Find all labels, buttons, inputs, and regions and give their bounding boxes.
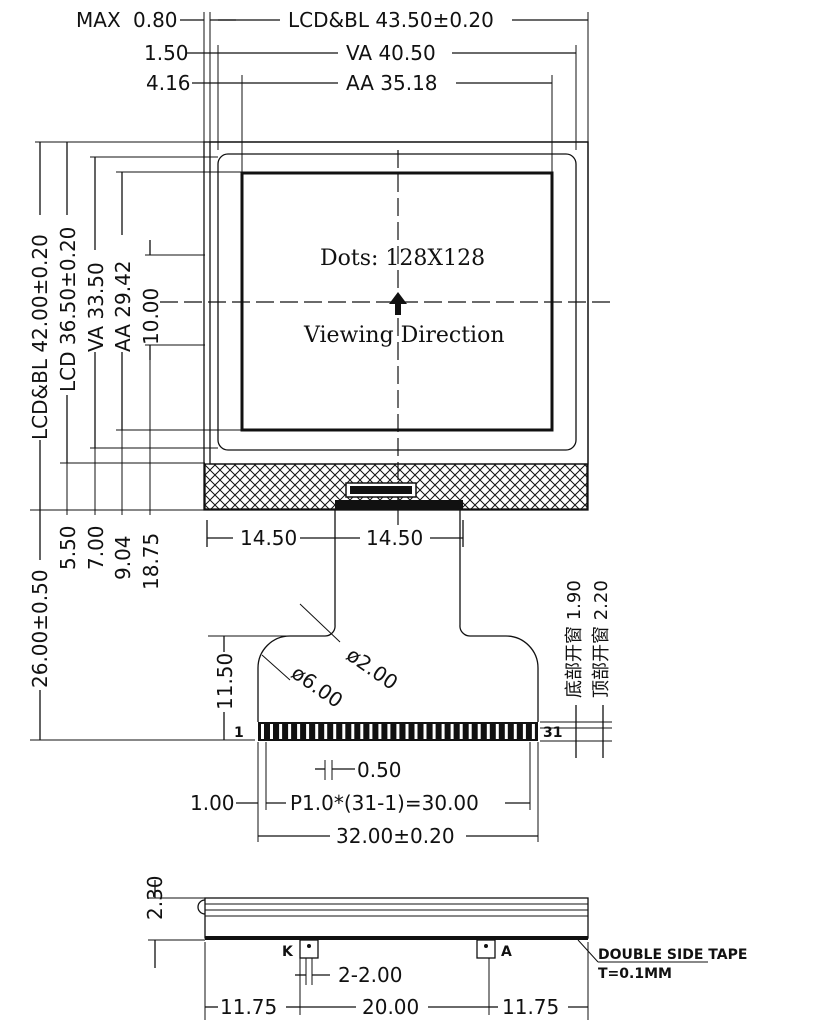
pin-1-label: 1 xyxy=(234,725,244,741)
dim-18-75: 18.75 xyxy=(139,533,163,590)
dim-7-00: 7.00 xyxy=(84,525,108,570)
fpc-pin xyxy=(450,724,454,739)
fpc-pin xyxy=(531,724,535,739)
pin-a-label: A xyxy=(501,944,512,960)
fpc-pin xyxy=(351,724,355,739)
bottom-window: 底部开窗 1.90 xyxy=(564,580,585,698)
viewing-direction-arrow-icon xyxy=(389,292,407,315)
pin-width: 0.50 xyxy=(357,758,402,782)
fpc-pin xyxy=(423,724,427,739)
fpc-tail: 14.50 14.50 ø2.00 ø6.00 11.50 1 31 0.50 … xyxy=(190,510,612,848)
top-dimensions: MAX 0.80 LCD&BL 43.50±0.20 1.50 VA 40.50… xyxy=(76,8,589,172)
side-middle-dim: 20.00 xyxy=(362,995,419,1019)
side-view: 2.30 K A 2-2.00 11.75 20.00 11.75 DOUBLE… xyxy=(143,875,747,1020)
pin-k-box xyxy=(299,939,319,959)
fpc-pin xyxy=(495,724,499,739)
fpc-pin xyxy=(360,724,364,739)
fpc-pin xyxy=(468,724,472,739)
module-thickness: 2.30 xyxy=(143,875,167,920)
fpc-pin xyxy=(513,724,517,739)
fpc-pin xyxy=(486,724,490,739)
pitch-dimension: P1.0*(31-1)=30.00 xyxy=(290,791,479,815)
lcd-bl-width: LCD&BL 43.50±0.20 xyxy=(288,8,494,32)
dim-5-50: 5.50 xyxy=(56,525,80,570)
fpc-pin xyxy=(306,724,310,739)
dim-9-04: 9.04 xyxy=(111,535,135,580)
va-height: VA 33.50 xyxy=(84,262,108,352)
fpc-pin xyxy=(432,724,436,739)
lcd-height: LCD 36.50±0.20 xyxy=(56,227,80,392)
pin-spacing: 2-2.00 xyxy=(338,963,402,987)
pin-a-box xyxy=(476,939,496,959)
aa-offset: 4.16 xyxy=(146,71,191,95)
fpc-pin xyxy=(279,724,283,739)
fpc-pin xyxy=(297,724,301,739)
fpc-pin xyxy=(261,724,264,739)
fpc-pin xyxy=(369,724,373,739)
lcd-bl-height: LCD&BL 42.00±0.20 xyxy=(28,234,52,440)
fpc-pin xyxy=(387,724,391,739)
fpc-pin xyxy=(342,724,346,739)
radius-6: ø6.00 xyxy=(287,660,347,712)
edge-distance: 1.00 xyxy=(190,791,235,815)
left-dimensions: LCD&BL 42.00±0.20 LCD 36.50±0.20 VA 33.5… xyxy=(28,141,255,741)
top-window: 顶部开窗 2.20 xyxy=(591,580,612,698)
tape-label: DOUBLE SIDE TAPE xyxy=(598,947,747,963)
fpc-pin xyxy=(414,724,418,739)
radius-2: ø2.00 xyxy=(342,642,402,694)
lcd-front-view: Dots: 128X128 Viewing Direction xyxy=(160,141,612,525)
tape-thickness: T=0.1MM xyxy=(598,966,672,982)
fpc-half-right: 14.50 xyxy=(366,526,423,550)
fpc-pin xyxy=(378,724,382,739)
fpc-pin xyxy=(315,724,319,739)
fpc-pin xyxy=(459,724,463,739)
fpc-pin xyxy=(333,724,337,739)
side-left-dim: 11.75 xyxy=(220,995,277,1019)
va-width: VA 40.50 xyxy=(346,41,436,65)
fpc-pin xyxy=(270,724,273,739)
fpc-pin xyxy=(441,724,445,739)
viewing-direction-label: Viewing Direction xyxy=(303,323,505,348)
fpc-total-width: 32.00±0.20 xyxy=(336,824,455,848)
dots-label: Dots: 128X128 xyxy=(320,246,485,271)
fpc-pin xyxy=(396,724,400,739)
fpc-pin xyxy=(405,724,409,739)
side-right-dim: 11.75 xyxy=(502,995,559,1019)
fpc-width-height: 11.50 xyxy=(213,653,237,710)
dot-block-height: 10.00 xyxy=(139,288,163,345)
fpc-half-left: 14.50 xyxy=(240,526,297,550)
fpc-pin xyxy=(288,724,292,739)
max-label: MAX xyxy=(76,8,121,32)
pin-31-label: 31 xyxy=(543,725,562,741)
fpc-pin xyxy=(477,724,481,739)
fpc-pin xyxy=(504,724,508,739)
aa-width: AA 35.18 xyxy=(346,71,438,95)
max-value: 0.80 xyxy=(133,8,178,32)
va-offset: 1.50 xyxy=(144,41,189,65)
fpc-pins xyxy=(258,722,538,741)
fpc-pin xyxy=(522,724,526,739)
aa-height: AA 29.42 xyxy=(111,260,135,352)
fpc-length: 26.00±0.50 xyxy=(28,569,52,688)
pin-k-label: K xyxy=(282,944,294,960)
fpc-pin xyxy=(324,724,328,739)
